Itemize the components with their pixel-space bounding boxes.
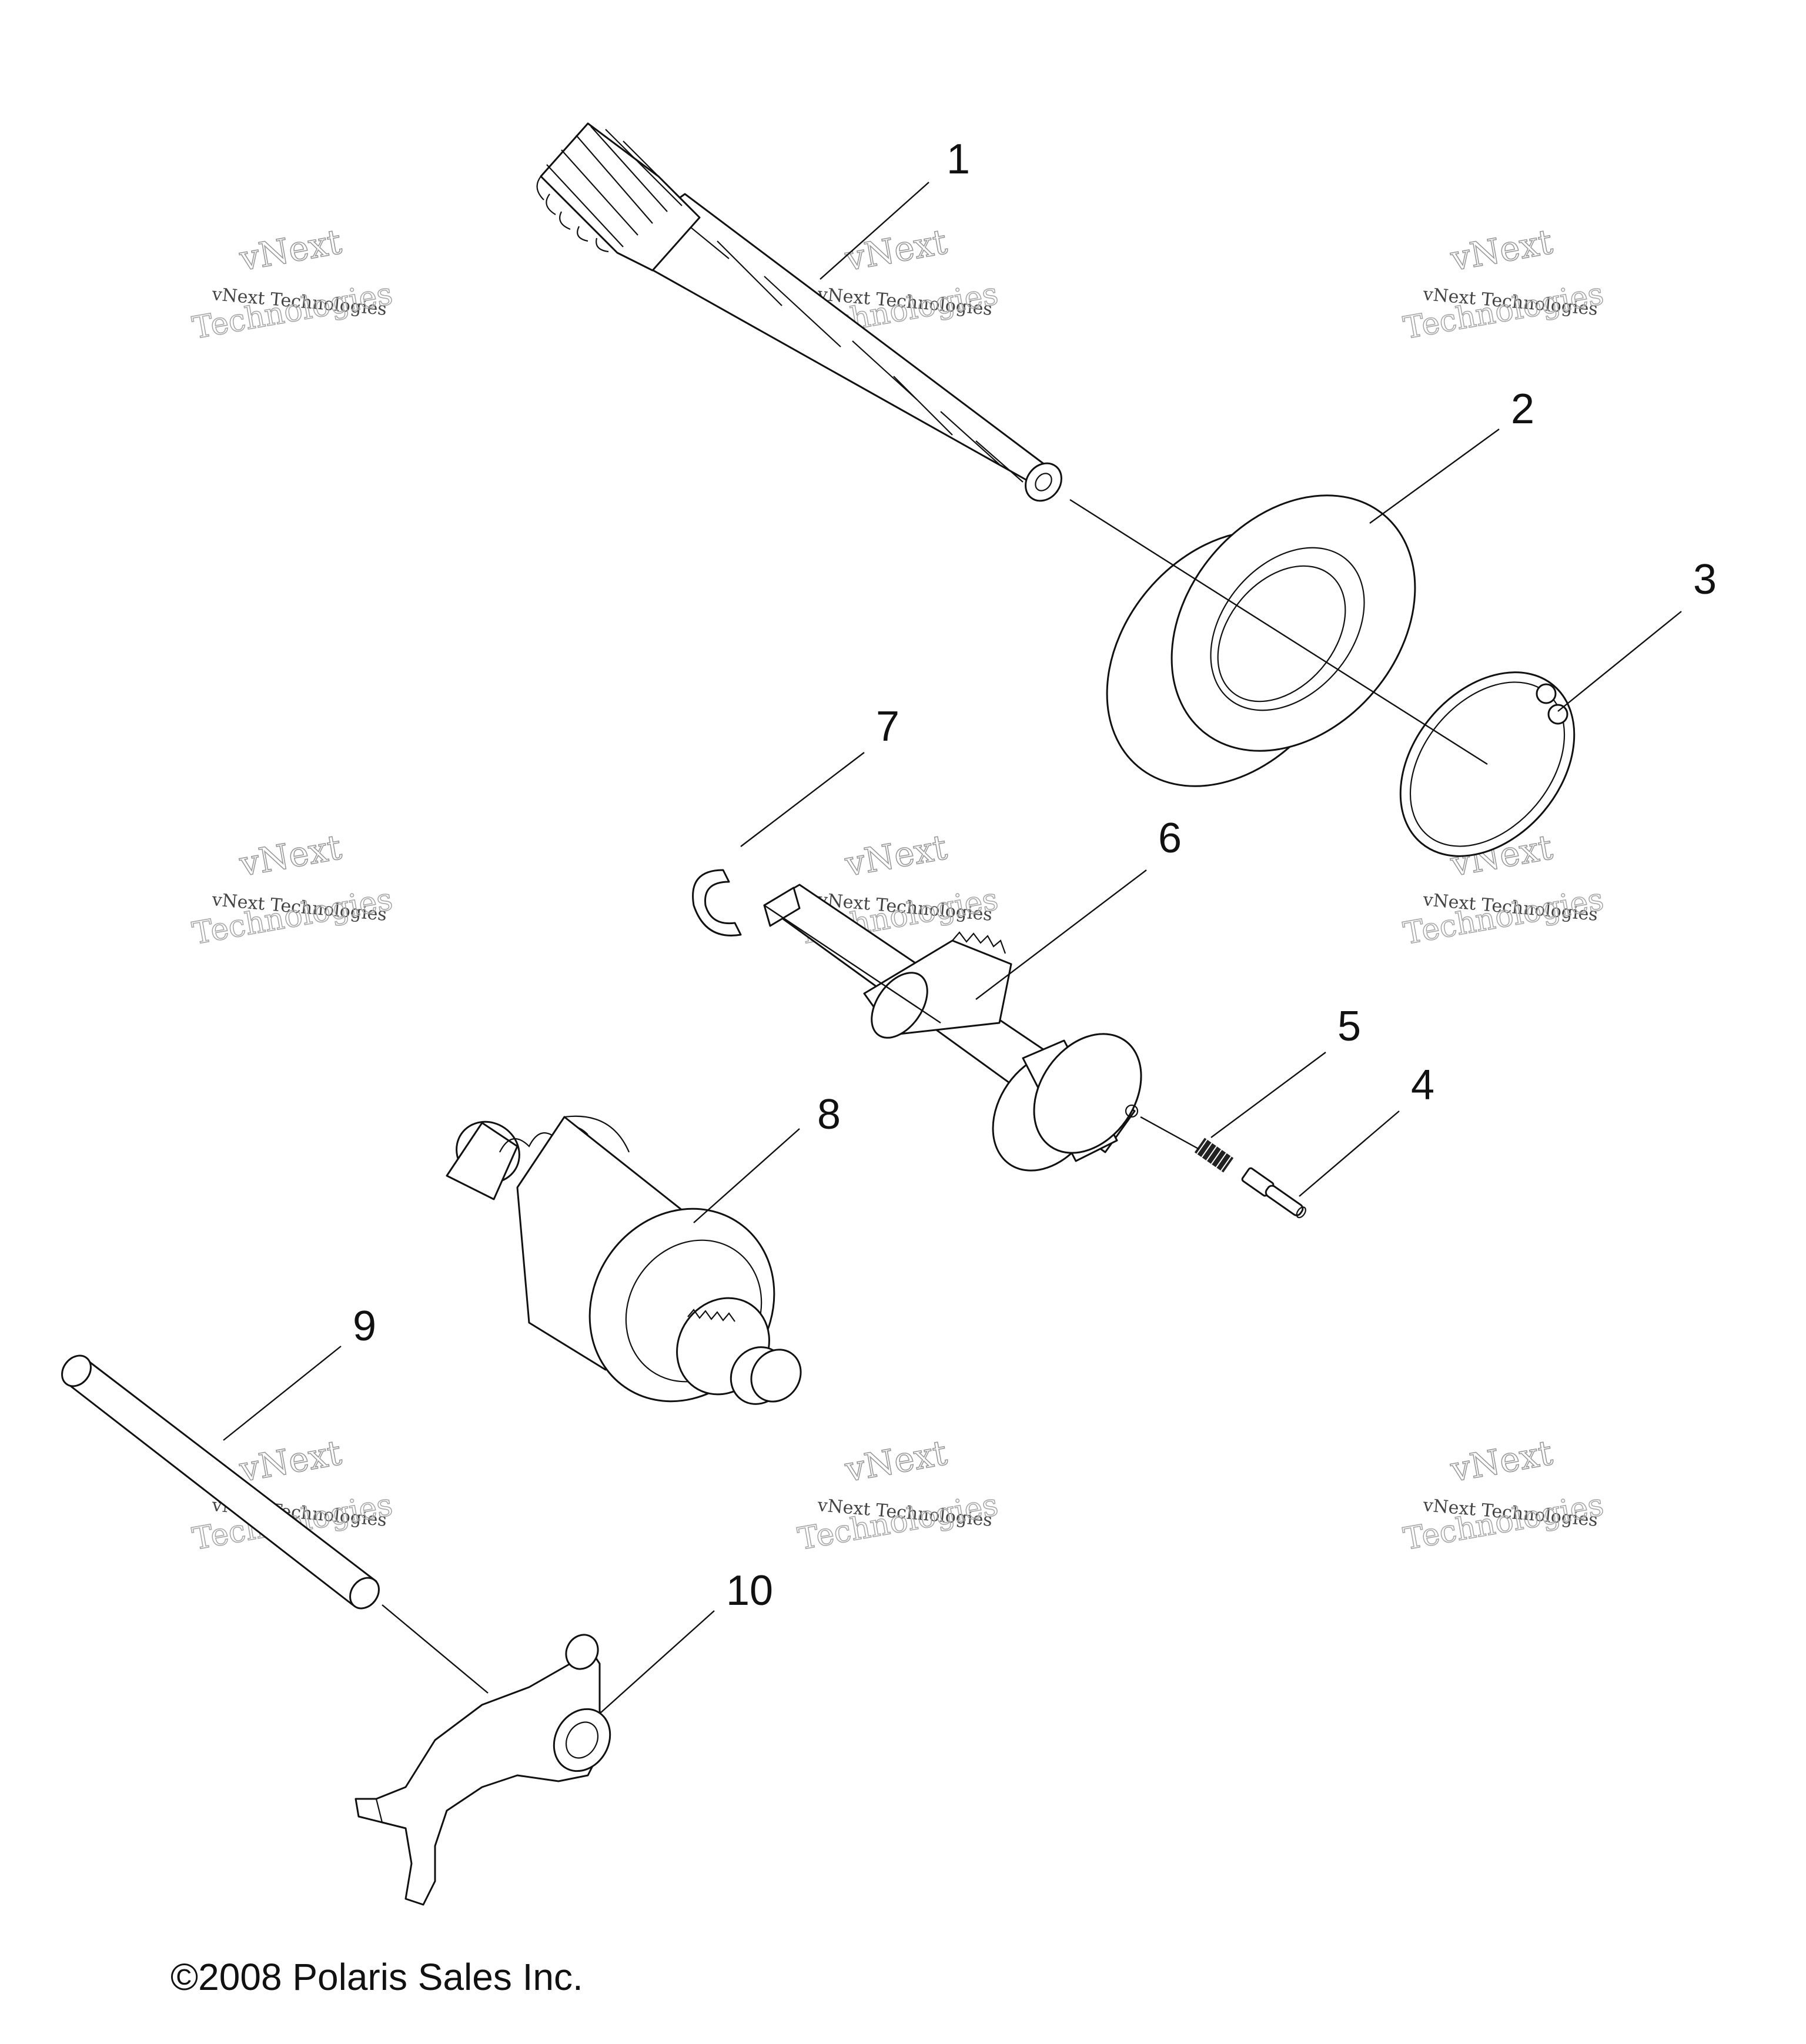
part-1-gear-shaft bbox=[536, 122, 1062, 502]
leader-1 bbox=[820, 182, 929, 280]
callout-7: 7 bbox=[876, 703, 899, 750]
alignment-line-shift bbox=[764, 905, 941, 1023]
watermarks: vNext vNext Technologies Technologies vN… bbox=[189, 221, 1607, 1558]
callout-1: 1 bbox=[947, 136, 970, 183]
callout-2: 2 bbox=[1511, 386, 1534, 433]
callout-3: 3 bbox=[1693, 556, 1717, 603]
callout-numbers: 1 2 3 4 5 6 7 8 9 10 bbox=[353, 136, 1717, 1614]
callout-10: 10 bbox=[726, 1567, 773, 1614]
leader-9 bbox=[223, 1346, 342, 1441]
part-10-shift-fork bbox=[354, 1634, 611, 1906]
part-6-shift-shaft bbox=[763, 884, 1142, 1172]
alignment-line-shaft bbox=[1069, 499, 1488, 765]
watermark-line2: vNext bbox=[236, 1433, 345, 1490]
leader-lines bbox=[223, 182, 1682, 1714]
leader-4 bbox=[1299, 1110, 1400, 1197]
watermark-line2: vNext bbox=[1447, 222, 1556, 279]
alignment-line-fork bbox=[382, 1604, 489, 1694]
copyright-text: ©2008 Polaris Sales Inc. bbox=[170, 1956, 583, 1998]
leader-7 bbox=[740, 752, 865, 847]
part-7-e-clip bbox=[692, 869, 742, 936]
part-5-spring bbox=[1194, 1138, 1234, 1173]
part-9-rod bbox=[61, 1354, 380, 1610]
leader-8 bbox=[693, 1128, 800, 1223]
watermark-line2: vNext bbox=[1447, 1433, 1556, 1490]
alignment-line-spring bbox=[1140, 1116, 1200, 1150]
part-2-bearing bbox=[1106, 494, 1416, 787]
leader-10 bbox=[599, 1610, 715, 1714]
leader-6 bbox=[975, 869, 1147, 1000]
leader-5 bbox=[1210, 1052, 1326, 1138]
part-8-shift-drum bbox=[446, 1115, 802, 1405]
watermark-line2: vNext bbox=[236, 827, 345, 884]
callout-9: 9 bbox=[353, 1303, 376, 1350]
leader-3 bbox=[1557, 611, 1682, 712]
watermark-line2: vNext bbox=[842, 827, 950, 884]
leader-2 bbox=[1369, 429, 1500, 524]
watermark-line2: vNext bbox=[842, 222, 950, 279]
watermark-line2: vNext bbox=[842, 1433, 950, 1490]
callout-8: 8 bbox=[817, 1091, 841, 1138]
watermark-line2: vNext bbox=[236, 222, 345, 279]
callout-4: 4 bbox=[1411, 1062, 1434, 1109]
callout-6: 6 bbox=[1158, 815, 1182, 862]
part-4-pin bbox=[1241, 1167, 1306, 1219]
callout-5: 5 bbox=[1337, 1003, 1361, 1050]
